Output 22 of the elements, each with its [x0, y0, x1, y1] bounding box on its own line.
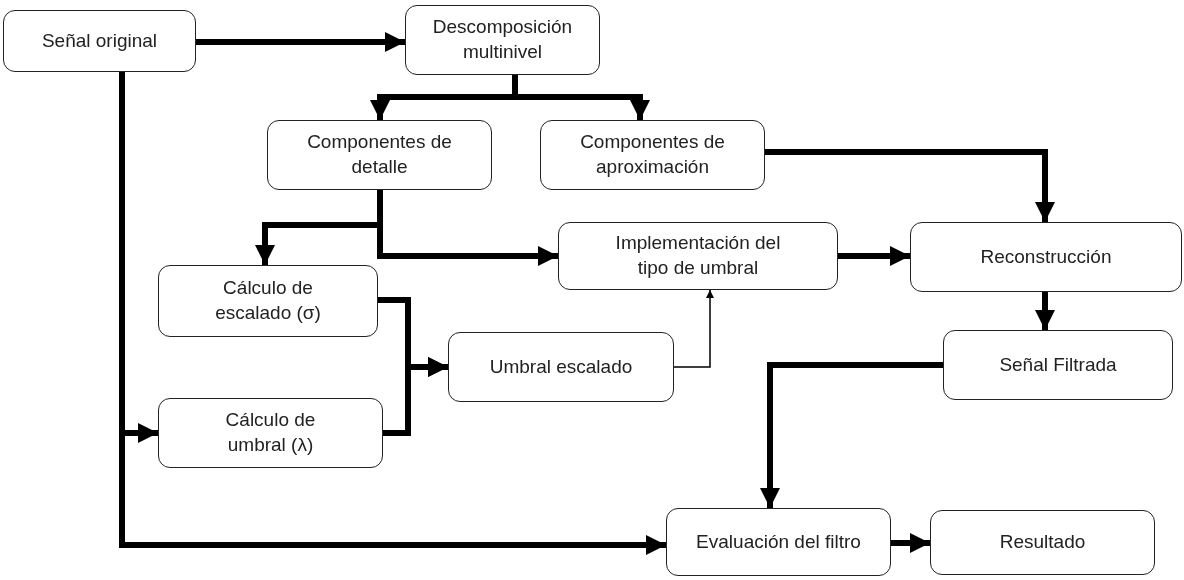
process-box: Evaluación del filtro	[666, 508, 891, 576]
process-box: Cálculo de escalado (σ)	[158, 265, 378, 337]
process-box: Componentes de aproximación	[540, 120, 765, 190]
arrow	[1035, 292, 1055, 330]
process-box: Umbral escalado	[448, 332, 674, 402]
arrow	[512, 75, 650, 120]
arrow	[891, 533, 930, 553]
process-box: Resultado	[930, 510, 1155, 575]
arrow	[255, 190, 383, 265]
process-box: Señal Filtrada	[943, 330, 1173, 400]
arrow	[765, 149, 1055, 222]
arrow	[383, 357, 448, 436]
arrow	[760, 362, 943, 508]
process-box: Señal original	[3, 10, 196, 72]
arrow	[196, 32, 405, 52]
process-box: Reconstrucción	[910, 222, 1182, 292]
process-box: Cálculo de umbral (λ)	[158, 398, 383, 468]
process-box: Componentes de detalle	[267, 120, 492, 190]
process-box: Descomposición multinivel	[405, 5, 600, 75]
arrow	[673, 289, 714, 368]
arrow	[838, 246, 910, 266]
process-box: Implementación del tipo de umbral	[558, 222, 838, 290]
